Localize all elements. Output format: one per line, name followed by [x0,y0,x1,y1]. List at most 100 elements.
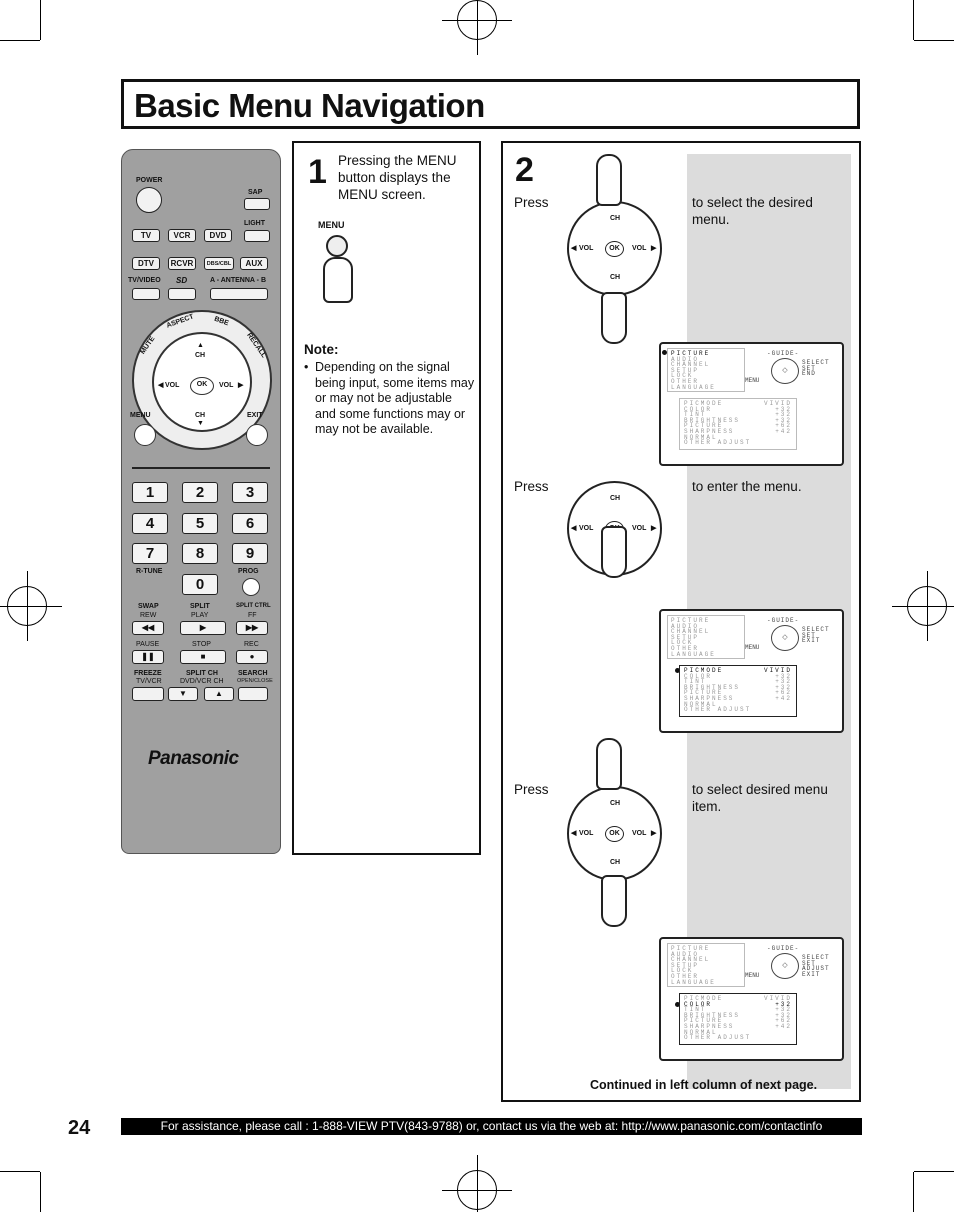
divider [132,467,270,469]
stop-label: STOP [192,641,211,648]
step1-text: Pressing the MENU button displays the ME… [338,153,457,202]
step1-number: 1 [308,153,327,191]
osd-menu-item: AUDIO [671,355,700,363]
rew-button[interactable]: ◀◀ [132,621,164,635]
footer-assistance: For assistance, please call : 1-888-VIEW… [121,1118,862,1135]
ch-label: CH [610,859,621,866]
vol-right-label: VOL [219,382,234,389]
osd-guide-menu: MENU [745,377,760,384]
osd-menu-item: LOCK [671,967,694,975]
ch-up-label: CH [195,352,206,359]
crop-mark [913,0,914,40]
number-1-button[interactable]: 1 [132,482,168,503]
tv-video-button[interactable] [132,288,160,300]
tv-vcr-label: TV/VCR [136,678,162,685]
menu-label: MENU [130,412,151,419]
vol-label: VOL [632,830,647,837]
osd-menu-item: CHANNEL [671,956,711,964]
registration-mark [442,1155,512,1212]
play-button[interactable]: ▶ [180,621,226,635]
split-ch-up-button[interactable]: ▲ [204,687,234,701]
freeze-button[interactable] [132,687,164,701]
vol-right-arrow-icon: ▶ [651,245,657,252]
number-8-button[interactable]: 8 [182,543,218,564]
exit-button[interactable] [246,424,268,446]
power-button[interactable] [136,187,162,213]
number-9-button[interactable]: 9 [232,543,268,564]
osd-guide-title: -GUIDE- [767,350,800,357]
osd-menu-item: SETUP [671,633,700,641]
ch-up-arrow-icon[interactable]: ▲ [197,342,204,349]
dvd-button[interactable]: DVD [204,229,232,242]
osd-screen-3: PICTURE AUDIO CHANNEL SETUP LOCK OTHER L… [659,937,844,1061]
step1-box: 1 Pressing the MENU button displays the … [292,141,481,855]
vol-up-arrow-icon[interactable]: ▶ [238,382,244,389]
ch-pad-3: CH CH ◀ VOL VOL ▶ OK [567,786,662,881]
aux-button[interactable]: AUX [240,257,268,270]
ok-label: OK [605,826,624,842]
search-button[interactable] [238,687,268,701]
vol-label: VOL [579,830,594,837]
light-button[interactable] [244,230,270,242]
ch-pad-1: CH CH ◀ VOL VOL ▶ OK [567,201,662,296]
crop-mark [0,40,40,41]
cursor-dot [675,1002,680,1007]
ff-button[interactable]: ▶▶ [236,621,268,635]
ch-label: CH [610,215,621,222]
vol-left-arrow-icon: ◀ [571,525,577,532]
crop-mark [40,1172,41,1212]
vol-label: VOL [632,245,647,252]
vcr-button[interactable]: VCR [168,229,196,242]
number-6-button[interactable]: 6 [232,513,268,534]
rec-button[interactable]: ● [236,650,268,664]
split-ch-label: SPLIT CH [186,670,218,677]
split-label: SPLIT [190,603,210,610]
registration-mark [892,571,954,641]
vol-down-arrow-icon[interactable]: ◀ [158,382,164,389]
sap-button[interactable] [244,198,270,210]
split-ch-down-button[interactable]: ▼ [168,687,198,701]
play-label: PLAY [191,612,209,619]
brand-logo: Panasonic [148,748,239,769]
stop-button[interactable]: ■ [180,650,226,664]
number-5-button[interactable]: 5 [182,513,218,534]
number-7-button[interactable]: 7 [132,543,168,564]
number-0-button[interactable]: 0 [182,574,218,595]
ok-button[interactable]: OK [190,377,214,395]
pause-button[interactable]: ❚❚ [132,650,164,664]
instruction-select-menu: to select the desired menu. [692,195,813,227]
osd-menu-item: PICTURE [671,350,711,357]
ch-down-label: CH [195,412,206,419]
sd-button[interactable] [168,288,196,300]
ch-label: CH [610,274,621,281]
osd-menu-item: OTHER [671,377,700,385]
ch-down-arrow-icon[interactable]: ▼ [197,420,204,427]
crop-mark [914,1171,954,1172]
osd-dpad-icon: ◇ [771,625,799,651]
vol-label: VOL [579,245,594,252]
osd-screen-2: PICTURE AUDIO CHANNEL SETUP LOCK OTHER L… [659,609,844,733]
antenna-button[interactable] [210,288,268,300]
osd-menu-item: SETUP [671,366,700,374]
osd-menu-item: AUDIO [671,622,700,630]
osd-screen-1: PICTURE AUDIO CHANNEL SETUP LOCK OTHER L… [659,342,844,466]
osd-main-menu: PICTURE AUDIO CHANNEL SETUP LOCK OTHER L… [667,615,745,659]
osd-menu-item: PICTURE [671,945,711,952]
menu-button[interactable] [134,424,156,446]
crop-mark [40,0,41,40]
osd-menu-item: LOCK [671,372,694,380]
number-2-button[interactable]: 2 [182,482,218,503]
menu-button-illustration [326,235,348,257]
rcvr-button[interactable]: RCVR [168,257,196,270]
tv-button[interactable]: TV [132,229,160,242]
prog-button[interactable] [242,578,260,596]
number-3-button[interactable]: 3 [232,482,268,503]
osd-menu-item: PICTURE [671,617,711,624]
dbs-cbl-button[interactable]: DBS/CBL [204,257,234,270]
crop-mark [914,40,954,41]
dtv-button[interactable]: DTV [132,257,160,270]
osd-main-menu: PICTURE AUDIO CHANNEL SETUP LOCK OTHER L… [667,943,745,987]
number-4-button[interactable]: 4 [132,513,168,534]
